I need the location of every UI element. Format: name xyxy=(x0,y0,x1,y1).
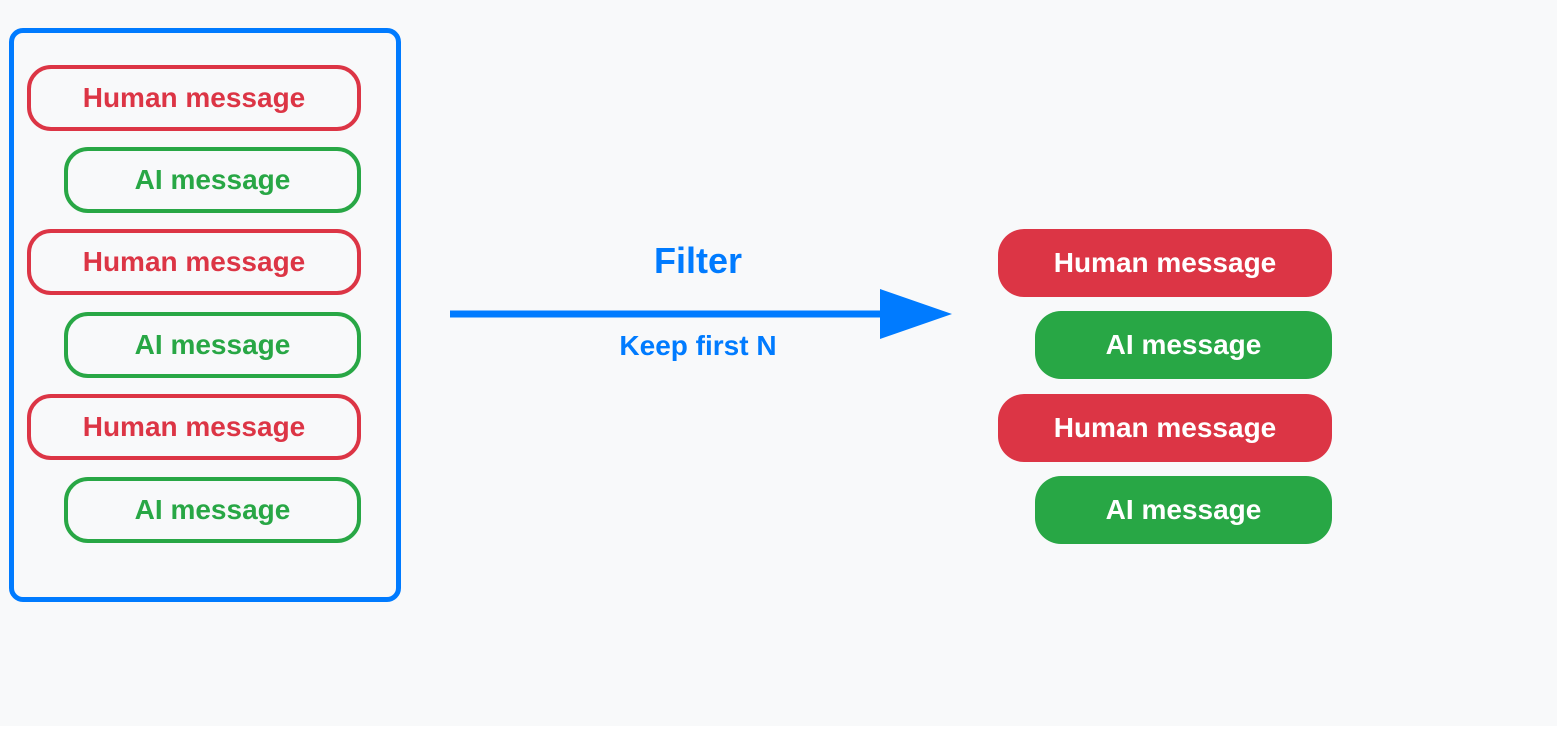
input-ai-message: AI message xyxy=(64,477,361,543)
right-arrow-icon xyxy=(450,289,952,339)
input-ai-message: AI message xyxy=(64,147,361,213)
output-human-message: Human message xyxy=(998,394,1332,462)
input-messages-container xyxy=(9,28,401,602)
input-human-message: Human message xyxy=(27,229,361,295)
input-ai-message: AI message xyxy=(64,312,361,378)
output-human-message: Human message xyxy=(998,229,1332,297)
filter-title: Filter xyxy=(653,240,742,281)
diagram-canvas: Human message AI message Human message A… xyxy=(9,28,1332,602)
output-ai-message: AI message xyxy=(1035,311,1332,379)
output-ai-message: AI message xyxy=(1035,476,1332,544)
filter-subtitle: Keep first N xyxy=(619,330,777,361)
input-human-message: Human message xyxy=(27,65,361,131)
input-human-message: Human message xyxy=(27,394,361,460)
